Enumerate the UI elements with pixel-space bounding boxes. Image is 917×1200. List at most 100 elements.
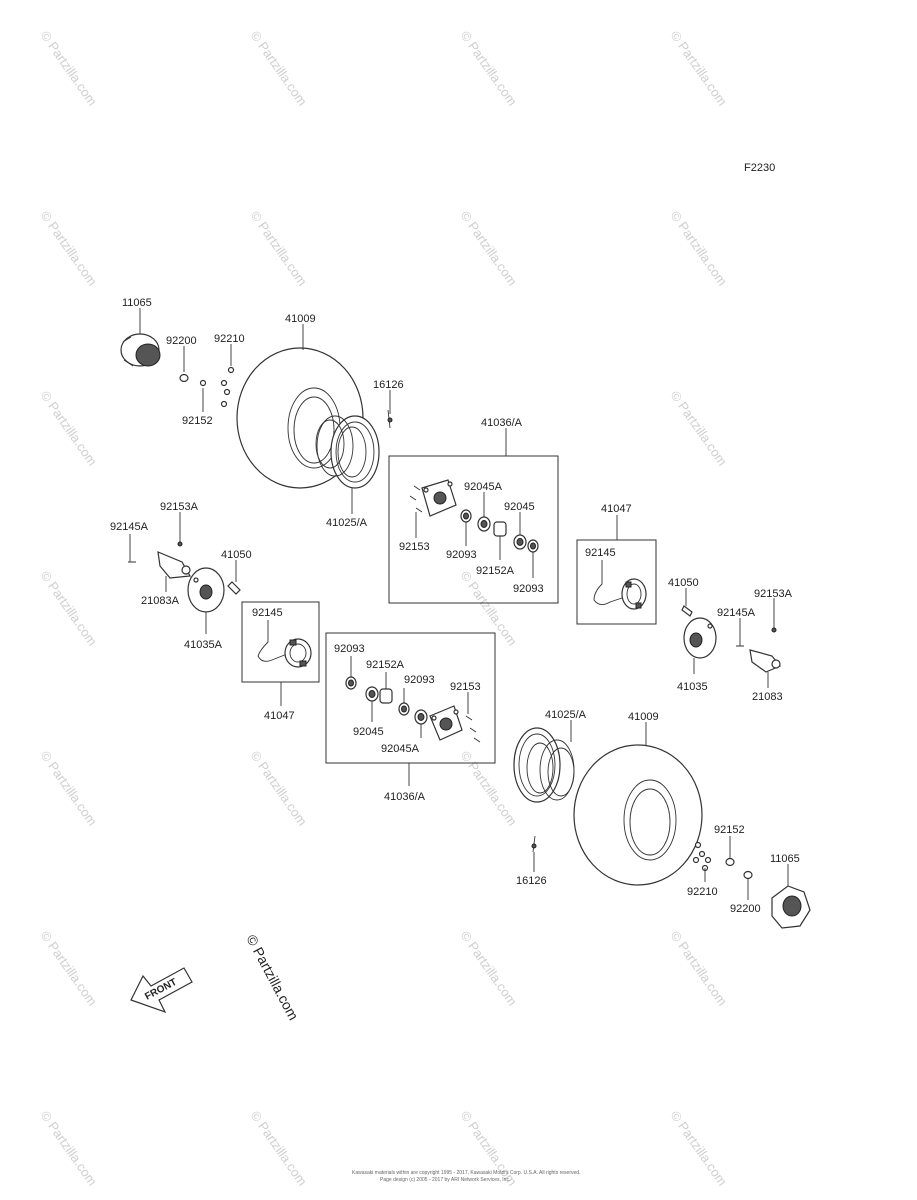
part-label[interactable]: 92210 bbox=[687, 886, 718, 898]
part-label[interactable]: 92045 bbox=[353, 726, 384, 738]
watermark: © Partzilla.com bbox=[248, 748, 311, 828]
diagram-code: F2230 bbox=[744, 162, 775, 174]
seal-part[interactable] bbox=[398, 702, 410, 716]
bearing-part[interactable] bbox=[513, 534, 527, 550]
spring-part[interactable] bbox=[593, 560, 623, 605]
hub-part[interactable] bbox=[421, 479, 457, 517]
part-label[interactable]: 92152 bbox=[182, 415, 213, 427]
bearing-part[interactable] bbox=[365, 686, 379, 702]
watermark: © Partzilla.com bbox=[458, 208, 521, 288]
part-label[interactable]: 92145A bbox=[717, 607, 756, 619]
seal-part[interactable] bbox=[527, 539, 539, 553]
tire-part[interactable] bbox=[573, 744, 703, 886]
part-label[interactable]: 16126 bbox=[373, 379, 404, 391]
spring-part[interactable] bbox=[257, 620, 293, 662]
hub-part[interactable] bbox=[429, 705, 463, 741]
part-label[interactable]: 41009 bbox=[285, 313, 316, 325]
part-label[interactable]: 21083A bbox=[141, 595, 180, 607]
part-label[interactable]: 92145A bbox=[110, 521, 149, 533]
part-label[interactable]: 11065 bbox=[770, 853, 800, 865]
oil-seal-part[interactable] bbox=[414, 709, 428, 725]
part-label[interactable]: 92153A bbox=[160, 501, 199, 513]
part-label[interactable]: 92210 bbox=[214, 333, 245, 345]
hub-cap-part[interactable] bbox=[120, 333, 161, 367]
part-label[interactable]: 92152A bbox=[476, 565, 515, 577]
brake-shoe-part[interactable] bbox=[621, 578, 647, 610]
part-label[interactable]: 92153 bbox=[399, 541, 430, 553]
oil-seal-part[interactable] bbox=[477, 516, 491, 532]
part-label[interactable]: 41035A bbox=[184, 639, 223, 651]
watermark: © Partzilla.com bbox=[458, 928, 521, 1008]
part-label[interactable]: 92152 bbox=[714, 824, 745, 836]
part-label[interactable]: 41035 bbox=[677, 681, 708, 693]
part-label[interactable]: 92093 bbox=[334, 643, 365, 655]
part-label[interactable]: 41050 bbox=[668, 577, 699, 589]
part-label[interactable]: 16126 bbox=[516, 875, 547, 887]
washer-part[interactable] bbox=[743, 870, 753, 880]
brake-shoe-box bbox=[241, 601, 320, 683]
part-label[interactable]: 41025/A bbox=[326, 517, 368, 529]
part-label[interactable]: 92200 bbox=[166, 335, 197, 347]
part-label[interactable]: 92093 bbox=[404, 674, 435, 686]
seal-part[interactable] bbox=[345, 676, 357, 690]
watermark: © Partzilla.com bbox=[668, 928, 731, 1008]
watermark: © Partzilla.com bbox=[38, 28, 101, 108]
watermark: © Partzilla.com bbox=[458, 28, 521, 108]
cam-part[interactable] bbox=[681, 605, 693, 617]
watermark: © Partzilla.com bbox=[248, 28, 311, 108]
part-label[interactable]: 92153A bbox=[754, 588, 793, 600]
part-label[interactable]: 92045A bbox=[464, 481, 503, 493]
watermark: © Partzilla.com bbox=[248, 1108, 311, 1188]
bearing-part[interactable] bbox=[460, 509, 472, 523]
bolt-part[interactable] bbox=[409, 485, 423, 513]
nut-part[interactable] bbox=[199, 366, 235, 408]
brake-panel-part[interactable] bbox=[683, 617, 717, 659]
part-label[interactable]: 41036/A bbox=[384, 791, 426, 803]
part-label[interactable]: 41036/A bbox=[481, 417, 523, 429]
valve-part[interactable] bbox=[531, 835, 537, 853]
watermark-layer: © Partzilla.com © Partzilla.com © Partzi… bbox=[38, 28, 731, 1188]
bolt-part[interactable] bbox=[177, 528, 183, 547]
part-label[interactable]: 92200 bbox=[730, 903, 761, 915]
brake-lever-part[interactable] bbox=[749, 649, 781, 673]
bolt-part[interactable] bbox=[771, 612, 777, 633]
nut-part[interactable] bbox=[692, 841, 712, 872]
watermark: © Partzilla.com bbox=[38, 748, 101, 828]
watermark: © Partzilla.com bbox=[458, 748, 521, 828]
brake-shoe-part[interactable] bbox=[284, 638, 312, 668]
watermark: © Partzilla.com bbox=[668, 28, 731, 108]
cotter-pin-part[interactable] bbox=[128, 542, 136, 563]
cam-part[interactable] bbox=[227, 581, 241, 595]
part-label[interactable]: 41047 bbox=[264, 710, 295, 722]
part-label[interactable]: 11065 bbox=[122, 297, 152, 309]
part-label[interactable]: 92045 bbox=[504, 501, 535, 513]
part-label[interactable]: 92093 bbox=[446, 549, 477, 561]
collar-part[interactable] bbox=[379, 688, 393, 704]
hub-kit-box bbox=[325, 632, 496, 764]
part-label[interactable]: 41009 bbox=[628, 711, 659, 723]
part-label[interactable]: 41047 bbox=[601, 503, 632, 515]
part-label[interactable]: 92145 bbox=[585, 547, 616, 559]
footer-copyright: Kawasaki materials within are copyright … bbox=[352, 1170, 580, 1176]
part-label[interactable]: 92145 bbox=[252, 607, 283, 619]
hub-cap-part[interactable] bbox=[771, 885, 811, 929]
front-arrow-icon: FRONT bbox=[130, 967, 193, 1014]
part-label[interactable]: 92152A bbox=[366, 659, 405, 671]
part-label[interactable]: 92153 bbox=[450, 681, 481, 693]
part-label[interactable]: 92093 bbox=[513, 583, 544, 595]
part-label[interactable]: 41050 bbox=[221, 549, 252, 561]
brake-panel-part[interactable] bbox=[187, 567, 225, 613]
part-label[interactable]: 21083 bbox=[752, 691, 783, 703]
part-label[interactable]: 92045A bbox=[381, 743, 420, 755]
washer-part[interactable] bbox=[179, 373, 189, 383]
bolt-part[interactable] bbox=[465, 715, 481, 743]
brake-lever-part[interactable] bbox=[157, 551, 191, 579]
rim-part[interactable] bbox=[315, 415, 380, 489]
washer-part[interactable] bbox=[725, 857, 735, 867]
part-label[interactable]: 41025/A bbox=[545, 709, 587, 721]
cotter-pin-part[interactable] bbox=[736, 626, 744, 647]
watermark: © Partzilla.com bbox=[668, 388, 731, 468]
rim-part[interactable] bbox=[513, 727, 575, 803]
valve-part[interactable] bbox=[387, 409, 393, 429]
collar-part[interactable] bbox=[493, 521, 507, 537]
